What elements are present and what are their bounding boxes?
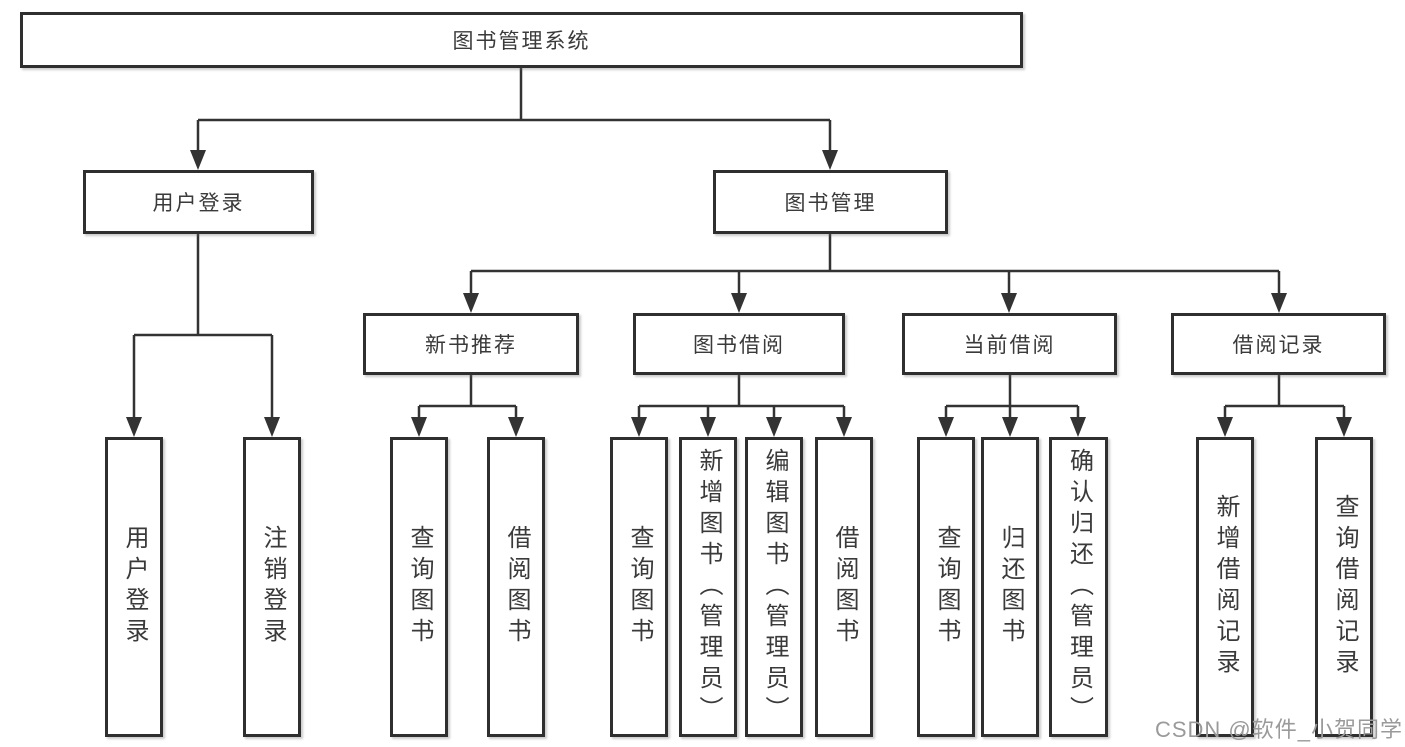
leaf-borrow-books: 借阅图书	[815, 437, 873, 737]
leaf-edit-books-admin: 编辑图书（管理员）	[745, 437, 803, 737]
leaf-user-login: 用户登录	[105, 437, 163, 737]
node-library-system: 图书管理系统	[20, 12, 1023, 68]
leaf-query-books-recommend-label: 查询图书	[406, 525, 433, 649]
node-book-management-label: 图书管理	[784, 192, 877, 215]
leaf-query-books-current-label: 查询图书	[933, 525, 960, 649]
node-user-login: 用户登录	[83, 170, 314, 234]
leaf-confirm-return-admin-label: 确认归还（管理员）	[1065, 447, 1093, 727]
leaf-return-books-label: 归还图书	[997, 525, 1024, 649]
node-book-borrowing-label: 图书借阅	[693, 334, 785, 357]
leaf-query-books-borrow-label: 查询图书	[626, 525, 653, 649]
node-current-borrowing-label: 当前借阅	[963, 334, 1056, 357]
leaf-query-books-current: 查询图书	[917, 437, 975, 737]
leaf-query-books-borrow: 查询图书	[610, 437, 668, 737]
leaf-confirm-return-admin: 确认归还（管理员）	[1049, 437, 1108, 737]
leaf-query-books-recommend: 查询图书	[390, 437, 448, 737]
node-book-management: 图书管理	[713, 170, 948, 234]
leaf-return-books: 归还图书	[981, 437, 1039, 737]
leaf-borrow-books-recommend: 借阅图书	[487, 437, 545, 737]
leaf-add-borrow-record: 新增借阅记录	[1196, 437, 1254, 737]
csdn-watermark: CSDN @软件_小贺同学	[1154, 717, 1403, 742]
node-current-borrowing: 当前借阅	[902, 313, 1117, 375]
node-new-book-recommend-label: 新书推荐	[425, 334, 517, 357]
leaf-borrow-books-label: 借阅图书	[831, 525, 858, 649]
leaf-logout: 注销登录	[243, 437, 301, 737]
leaf-borrow-books-recommend-label: 借阅图书	[503, 525, 530, 649]
node-borrow-records-label: 借阅记录	[1232, 334, 1325, 357]
node-borrow-records: 借阅记录	[1171, 313, 1386, 375]
leaf-add-books-admin-label: 新增图书（管理员）	[695, 447, 722, 727]
leaf-edit-books-admin-label: 编辑图书（管理员）	[761, 447, 788, 727]
leaf-add-borrow-record-label: 新增借阅记录	[1212, 494, 1239, 680]
leaf-query-borrow-record: 查询借阅记录	[1315, 437, 1373, 737]
node-new-book-recommend: 新书推荐	[363, 313, 579, 375]
node-user-login-label: 用户登录	[152, 192, 245, 215]
leaf-logout-label: 注销登录	[259, 525, 286, 649]
leaf-add-books-admin: 新增图书（管理员）	[679, 437, 737, 737]
leaf-query-borrow-record-label: 查询借阅记录	[1331, 494, 1358, 680]
node-library-system-label: 图书管理系统	[452, 30, 591, 53]
leaf-user-login-label: 用户登录	[121, 525, 148, 649]
node-book-borrowing: 图书借阅	[633, 313, 845, 375]
